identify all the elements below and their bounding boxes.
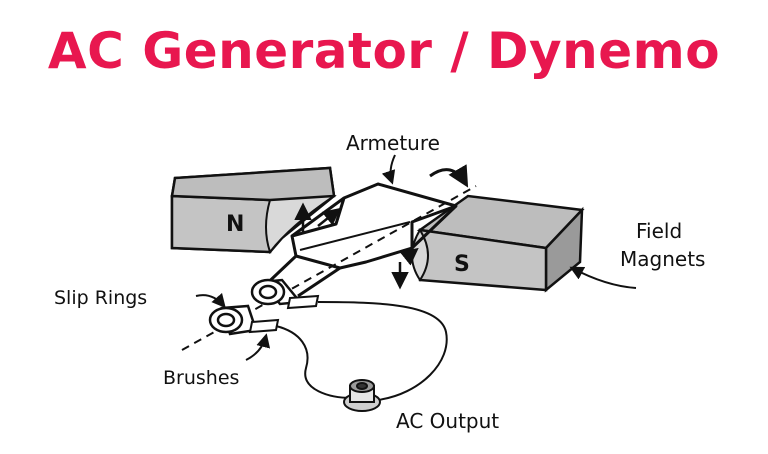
north-pole-label: N bbox=[226, 212, 244, 237]
brushes bbox=[248, 294, 320, 334]
output-wires bbox=[275, 301, 448, 401]
south-magnet: S bbox=[411, 194, 585, 293]
coil-arrow-icon bbox=[317, 207, 341, 227]
diagram-title: AC Generator / Dynemo bbox=[47, 22, 721, 80]
ac-output-meter-icon bbox=[343, 379, 381, 412]
field-magnets-pointer-icon bbox=[569, 266, 637, 289]
slip-rings-pointer-icon bbox=[195, 292, 226, 309]
field-label: Field bbox=[636, 219, 682, 243]
coil-arrow-icon-2 bbox=[399, 247, 419, 266]
armature-pointer-icon bbox=[381, 154, 396, 185]
south-pole-label: S bbox=[454, 252, 470, 277]
magnets-label: Magnets bbox=[620, 247, 705, 271]
ac-output-label: AC Output bbox=[396, 409, 499, 433]
brushes-label: Brushes bbox=[163, 367, 239, 389]
brushes-pointer-icon bbox=[245, 333, 271, 361]
slip-rings-label: Slip Rings bbox=[54, 287, 147, 309]
rotation-arrow-icon bbox=[429, 164, 469, 188]
armature-label: Armeture bbox=[346, 131, 440, 155]
north-magnet: N bbox=[170, 166, 337, 255]
